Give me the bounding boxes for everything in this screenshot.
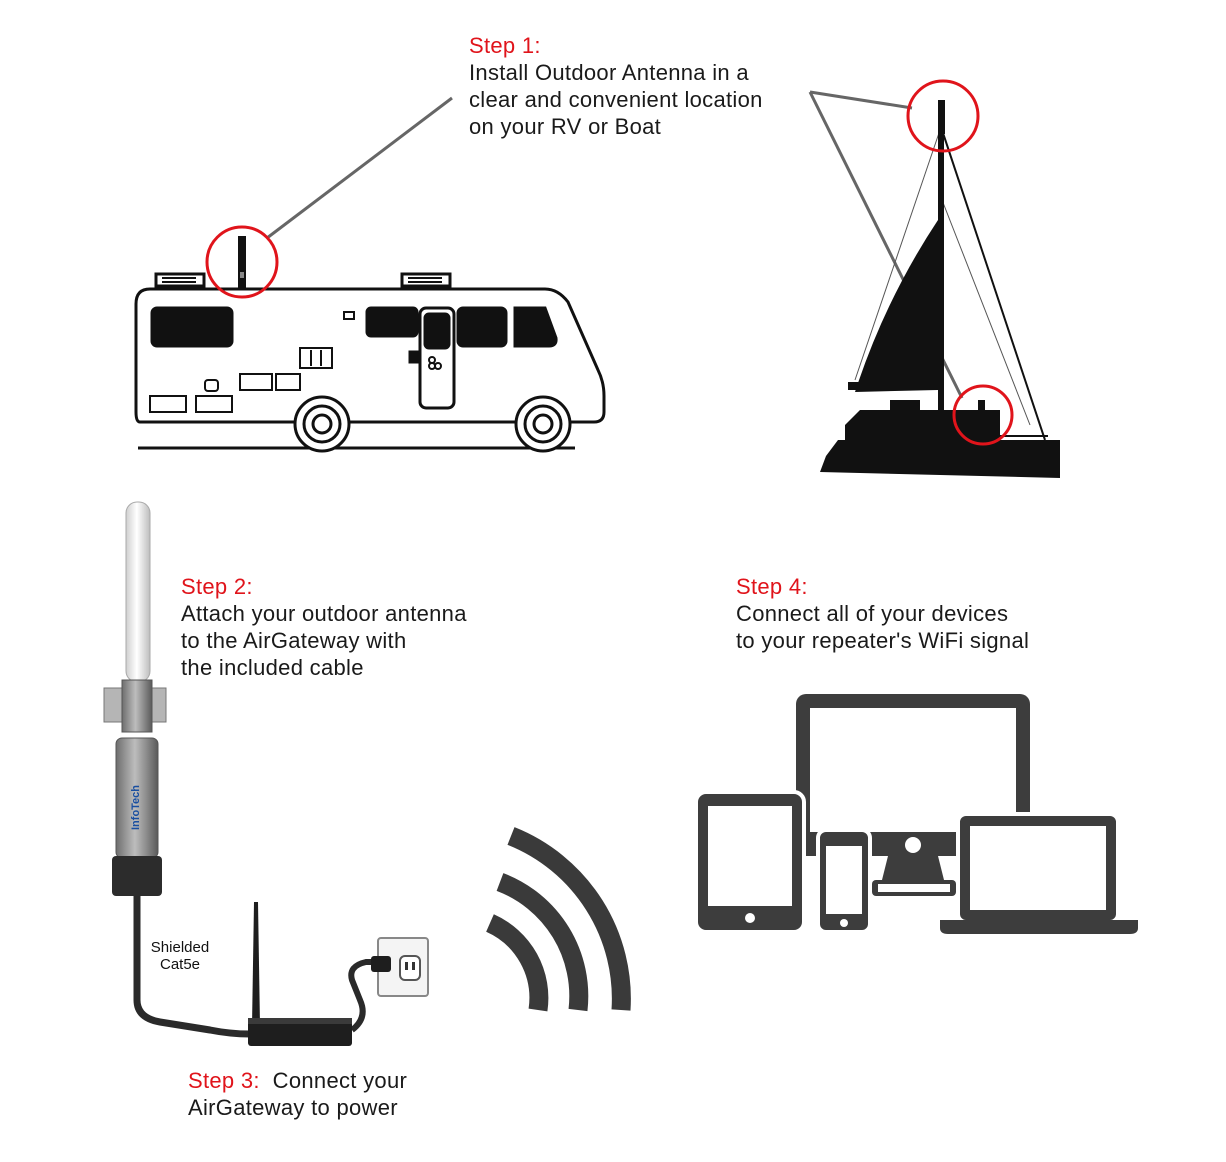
step2-line3: the included cable	[181, 655, 364, 680]
step1-line1: Install Outdoor Antenna in a	[469, 60, 749, 85]
step1-line3: on your RV or Boat	[469, 114, 662, 139]
step3-line1: Connect your	[272, 1068, 408, 1093]
power-outlet	[371, 937, 429, 997]
deck-antenna-highlight	[952, 384, 1014, 446]
outdoor-antenna-unit: InfoTech	[103, 501, 167, 896]
callout-line-rv	[266, 96, 453, 240]
airgateway-router	[248, 902, 352, 1046]
step1-line2: clear and convenient location	[469, 87, 763, 112]
sailboat-illustration	[820, 129, 1060, 478]
step2-callout: Step 2: Attach your outdoor antenna to t…	[181, 573, 467, 681]
rv-antenna-highlight	[205, 225, 279, 299]
power-cable	[348, 959, 386, 1033]
step3-callout: Step 3: Connect your AirGateway to power	[188, 1067, 407, 1121]
cable-label: Shielded Cat5e	[140, 939, 220, 973]
step3-line2: AirGateway to power	[188, 1095, 398, 1120]
brand-label: InfoTech	[130, 785, 142, 830]
cat5e-cable	[133, 896, 251, 1038]
step2-label: Step 2:	[181, 574, 253, 599]
step3-label: Step 3:	[188, 1068, 260, 1093]
rv-illustration	[134, 272, 606, 453]
mast-antenna-highlight	[906, 79, 980, 153]
cable-label-line1: Shielded	[150, 939, 210, 956]
step1-callout: Step 1: Install Outdoor Antenna in a cle…	[469, 32, 763, 140]
step2-line1: Attach your outdoor antenna	[181, 601, 467, 626]
devices-icon	[694, 694, 1138, 934]
step2-line2: to the AirGateway with	[181, 628, 407, 653]
step4-callout: Step 4: Connect all of your devices to y…	[736, 573, 1029, 654]
step4-line2: to your repeater's WiFi signal	[736, 628, 1030, 653]
wifi-signal-icon	[485, 827, 631, 1012]
deck-antenna-icon	[978, 400, 985, 440]
mast-antenna-icon	[938, 100, 945, 134]
callout-line-mast	[809, 90, 913, 110]
rv-antenna-icon	[238, 236, 246, 288]
step4-label: Step 4:	[736, 574, 808, 599]
step1-label: Step 1:	[469, 33, 541, 58]
cable-label-line2: Cat5e	[159, 956, 201, 973]
step4-line1: Connect all of your devices	[736, 601, 1009, 626]
